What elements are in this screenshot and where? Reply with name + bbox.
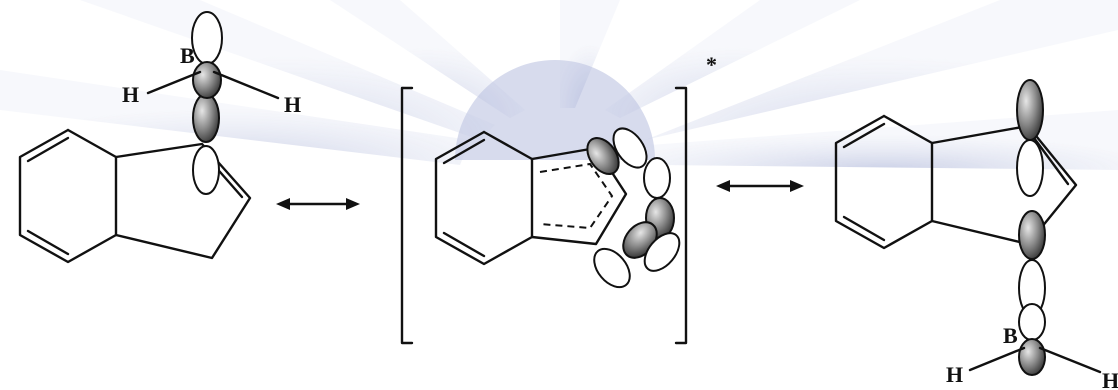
transition-state: * (400, 52, 717, 345)
hydrogen-right-label: H (1102, 368, 1118, 390)
resonance-arrow-left (276, 198, 360, 210)
hydrogen-left-label: H (122, 82, 139, 107)
p-orbital-lower-lobe (192, 145, 220, 195)
boron-sp3-lobe (192, 61, 222, 99)
left-molecule: B H H (18, 11, 301, 264)
right-molecule: B H H (834, 79, 1118, 390)
transition-state-marker: * (706, 52, 717, 77)
left-bracket (400, 86, 414, 345)
right-bracket (674, 86, 688, 345)
boron-atom-label: B (1003, 323, 1018, 348)
boron-atom-label: B (180, 43, 195, 68)
watermark-sunburst (0, 0, 1118, 170)
hydrogen-right-label: H (284, 92, 301, 117)
boron-empty-p-orbital (191, 11, 223, 65)
p-orbital-upper-lobe (192, 93, 220, 143)
resonance-arrow-right (716, 180, 804, 192)
hydrogen-left-label: H (946, 362, 963, 387)
